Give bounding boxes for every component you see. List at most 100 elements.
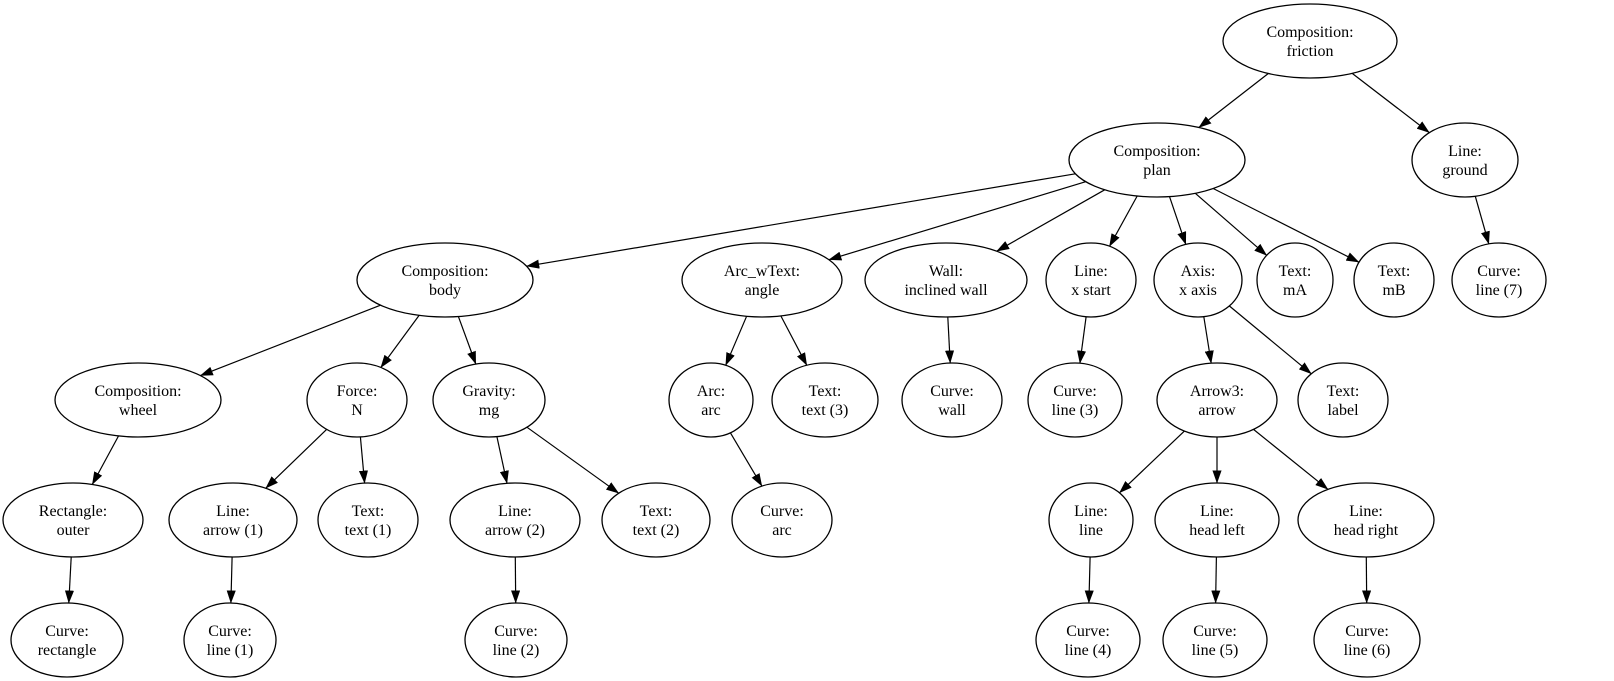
node-label-curve-arc: Curve:arc <box>760 503 804 539</box>
node-label-text-3: Text:text (3) <box>802 383 849 419</box>
node-label-curve-line-4: Curve:line (4) <box>1065 623 1112 659</box>
node-mB: Text:mB <box>1353 242 1435 318</box>
edge-body-to-wheel <box>199 304 381 377</box>
node-label-curve-wall: Curve:wall <box>930 383 974 419</box>
node-label-x-start: Line:x start <box>1071 263 1111 299</box>
node-ellipse-gravity-mg <box>432 362 546 438</box>
edge-inclined-wall-to-curve-wall <box>945 316 955 364</box>
node-friction: Composition:friction <box>1222 3 1398 79</box>
edge-body-to-force-n <box>380 315 420 368</box>
edge-angle-to-text-3 <box>780 315 808 366</box>
node-ellipse-force-n <box>306 362 408 438</box>
edge-arc-to-curve-arc <box>729 432 763 487</box>
node-curve-line-5: Curve:line (5) <box>1162 602 1268 678</box>
node-head-left: Line:head left <box>1154 482 1280 558</box>
node-label: Text:label <box>1297 362 1389 438</box>
node-x-start: Line:x start <box>1045 242 1137 318</box>
node-curve-wall: Curve:wall <box>901 362 1003 438</box>
node-ground: Line:ground <box>1411 122 1519 198</box>
node-text-2: Text:text (2) <box>601 482 711 558</box>
node-ellipse-angle <box>681 242 843 318</box>
node-ellipse-head-left <box>1154 482 1280 558</box>
node-ellipse-text-3 <box>771 362 879 438</box>
node-label-ground: Line:ground <box>1442 143 1487 179</box>
node-ellipse-body <box>356 242 534 318</box>
node-arrow-2: Line:arrow (2) <box>449 482 581 558</box>
edge-plan-to-mB <box>1212 187 1360 263</box>
node-ellipse-curve-line-7 <box>1451 242 1547 318</box>
node-label-angle: Arc_wText:angle <box>724 263 800 299</box>
edge-plan-to-x-axis <box>1168 196 1187 245</box>
edge-plan-to-inclined-wall <box>996 189 1105 252</box>
nodes-layer: Composition:frictionComposition:planLine… <box>2 3 1547 678</box>
node-force-n: Force:N <box>306 362 408 438</box>
node-curve-rectangle: Curve:rectangle <box>10 602 124 678</box>
node-curve-line-4: Curve:line (4) <box>1035 602 1141 678</box>
edge-force-n-to-arrow-1 <box>265 428 328 489</box>
node-ellipse-label <box>1297 362 1389 438</box>
node-label-mA: Text:mA <box>1279 263 1312 299</box>
edge-friction-to-plan <box>1198 73 1269 128</box>
node-label-arrow3: Arrow3:arrow <box>1190 383 1244 419</box>
node-ellipse-line <box>1048 482 1134 558</box>
node-curve-line-3: Curve:line (3) <box>1027 362 1123 438</box>
node-label-friction: Composition:friction <box>1266 24 1353 60</box>
node-ellipse-text-2 <box>601 482 711 558</box>
node-ellipse-outer <box>2 482 144 558</box>
node-label-outer: Rectangle:outer <box>39 503 107 539</box>
node-label-text-2: Text:text (2) <box>633 503 680 539</box>
node-gravity-mg: Gravity:mg <box>432 362 546 438</box>
node-arrow3: Arrow3:arrow <box>1156 362 1278 438</box>
node-label-text-1: Text:text (1) <box>345 503 392 539</box>
node-label-arc: Arc:arc <box>697 383 725 419</box>
edge-plan-to-body <box>526 173 1076 269</box>
node-label-arrow-1: Line:arrow (1) <box>203 503 263 539</box>
node-label-curve-line-5: Curve:line (5) <box>1192 623 1239 659</box>
node-ellipse-arrow-2 <box>449 482 581 558</box>
edge-x-start-to-curve-line-3 <box>1077 316 1087 364</box>
node-ellipse-curve-line-5 <box>1162 602 1268 678</box>
edge-outer-to-curve-rectangle <box>64 556 74 604</box>
edge-ground-to-curve-line-7 <box>1474 196 1490 245</box>
node-mA: Text:mA <box>1256 242 1334 318</box>
node-ellipse-wheel <box>54 362 222 438</box>
edge-arrow3-to-head-right <box>1253 428 1329 490</box>
node-label-head-right: Line:head right <box>1334 503 1399 539</box>
edge-plan-to-x-start <box>1108 195 1138 247</box>
edges-layer <box>64 72 1490 604</box>
node-label-head-left: Line:head left <box>1189 503 1245 539</box>
node-label-curve-line-1: Curve:line (1) <box>207 623 254 659</box>
node-ellipse-arc <box>668 362 754 438</box>
node-ellipse-curve-rectangle <box>10 602 124 678</box>
edge-head-left-to-curve-line-5 <box>1211 556 1221 604</box>
node-ellipse-arrow3 <box>1156 362 1278 438</box>
edge-wheel-to-outer <box>91 435 120 485</box>
node-label-mB: Text:mB <box>1378 263 1411 299</box>
node-wheel: Composition:wheel <box>54 362 222 438</box>
node-label-line: Line:line <box>1074 503 1108 539</box>
edge-arrow-1-to-curve-line-1 <box>226 556 236 604</box>
edge-x-axis-to-arrow3 <box>1203 316 1214 364</box>
node-curve-line-7: Curve:line (7) <box>1451 242 1547 318</box>
edge-friction-to-ground <box>1351 72 1430 134</box>
edge-line-to-curve-line-4 <box>1084 556 1094 604</box>
node-curve-arc: Curve:arc <box>731 482 833 558</box>
edge-body-to-gravity-mg <box>457 316 477 365</box>
node-ellipse-x-start <box>1045 242 1137 318</box>
node-label-body: Composition:body <box>401 263 488 299</box>
node-ellipse-inclined-wall <box>864 242 1028 318</box>
node-text-3: Text:text (3) <box>771 362 879 438</box>
node-head-right: Line:head right <box>1297 482 1435 558</box>
node-ellipse-arrow-1 <box>168 482 298 558</box>
edge-plan-to-mA <box>1194 192 1268 256</box>
node-ellipse-curve-wall <box>901 362 1003 438</box>
edge-gravity-mg-to-text-2 <box>526 426 620 494</box>
node-ellipse-curve-line-3 <box>1027 362 1123 438</box>
node-ellipse-x-axis <box>1153 242 1243 318</box>
node-inclined-wall: Wall:inclined wall <box>864 242 1028 318</box>
node-text-1: Text:text (1) <box>317 482 419 558</box>
node-label-curve-line-7: Curve:line (7) <box>1476 263 1523 299</box>
node-body: Composition:body <box>356 242 534 318</box>
node-curve-line-1: Curve:line (1) <box>183 602 277 678</box>
